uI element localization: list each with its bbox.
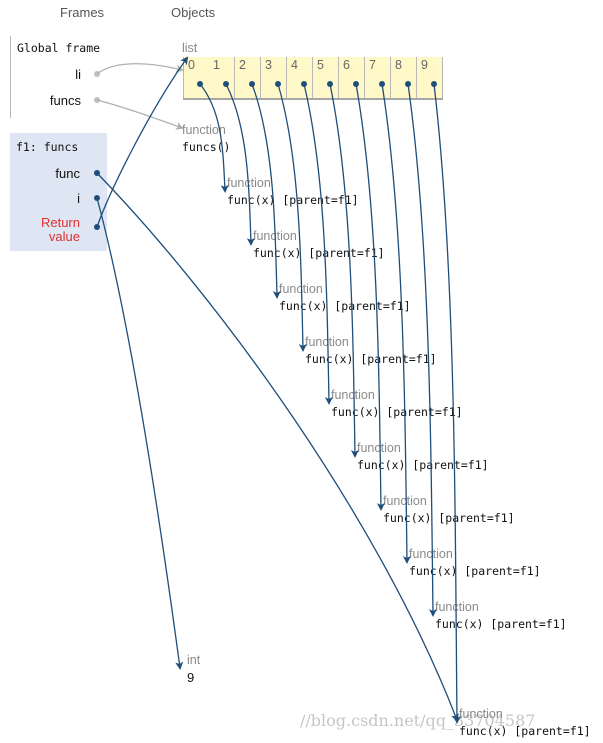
list-element-pointer-arrow bbox=[381, 83, 411, 564]
objects-header: Objects bbox=[171, 5, 216, 20]
f1-var-i: i bbox=[77, 191, 80, 206]
funcs-function-label: funcs() bbox=[182, 140, 231, 154]
list-cell-4: 4 bbox=[287, 57, 313, 98]
list-element-pointer-arrow bbox=[199, 83, 229, 193]
list-index-label: 7 bbox=[369, 58, 376, 72]
list-element-pointer-arrow bbox=[303, 83, 333, 405]
int-type-label: int bbox=[187, 653, 201, 667]
list-index-label: 9 bbox=[421, 58, 428, 72]
list-element-pointer-arrow bbox=[407, 83, 437, 617]
func-object-type: function bbox=[331, 388, 375, 402]
list-index-label: 3 bbox=[265, 58, 272, 72]
list-cell-7: 7 bbox=[365, 57, 391, 98]
list-index-label: 0 bbox=[188, 58, 195, 72]
list-element-pointer-arrow bbox=[433, 83, 461, 724]
global-frame: Global frame li funcs bbox=[10, 36, 108, 118]
list-cell-1: 1 bbox=[209, 57, 235, 98]
func-object-type: function bbox=[409, 547, 453, 561]
list-cell-5: 5 bbox=[313, 57, 339, 98]
list-element-pointer-arrow bbox=[225, 83, 255, 246]
func-object-label: func(x) [parent=f1] bbox=[253, 246, 385, 260]
f1-return-label-line2: value bbox=[48, 229, 80, 244]
func-object-label: func(x) [parent=f1] bbox=[459, 724, 591, 738]
func-object-label: func(x) [parent=f1] bbox=[357, 458, 489, 472]
list-index-label: 1 bbox=[213, 58, 220, 72]
func-object-type: function bbox=[459, 707, 503, 721]
watermark: //blog.csdn.net/qq_33704587 bbox=[300, 711, 536, 730]
func-object-type: function bbox=[383, 494, 427, 508]
f1-var-func: func bbox=[55, 166, 80, 181]
func-object-label: func(x) [parent=f1] bbox=[383, 511, 515, 525]
list-type-label: list bbox=[182, 41, 198, 55]
frames-header: Frames bbox=[60, 5, 105, 20]
return-pointer-arrow bbox=[96, 56, 189, 228]
list-index-label: 2 bbox=[239, 58, 246, 72]
list-cell-8: 8 bbox=[391, 57, 417, 98]
func-object-type: function bbox=[435, 600, 479, 614]
func-object-label: func(x) [parent=f1] bbox=[435, 617, 567, 631]
func-object-type: function bbox=[357, 441, 401, 455]
func-object-label: func(x) [parent=f1] bbox=[409, 564, 541, 578]
list-element-pointer-arrow bbox=[355, 83, 385, 511]
f1-frame: f1: funcs func i Return value bbox=[10, 133, 107, 251]
f1-return-label-line1: Return bbox=[40, 215, 80, 230]
li-pointer-arrow bbox=[96, 63, 184, 75]
list-index-label: 5 bbox=[317, 58, 324, 72]
i-pointer-arrow bbox=[96, 197, 184, 670]
func-pointer-arrow bbox=[96, 172, 459, 722]
func-object-label: func(x) [parent=f1] bbox=[279, 299, 411, 313]
list-index-label: 4 bbox=[291, 58, 298, 72]
list-element-pointer-arrow bbox=[251, 83, 281, 299]
func-object-type: function bbox=[305, 335, 349, 349]
list-cell-9: 9 bbox=[417, 57, 443, 98]
list-element-pointer-arrow bbox=[277, 83, 307, 352]
funcs-pointer-arrow bbox=[96, 99, 184, 130]
list-cell-3: 3 bbox=[261, 57, 287, 98]
global-var-li: li bbox=[75, 67, 81, 82]
global-frame-title: Global frame bbox=[17, 41, 101, 55]
list-cell-6: 6 bbox=[339, 57, 365, 98]
func-object-type: function bbox=[227, 176, 271, 190]
list-index-label: 8 bbox=[395, 58, 402, 72]
list-base-line bbox=[183, 98, 443, 100]
list-element-pointer-arrow bbox=[329, 83, 359, 458]
list-index-label: 6 bbox=[343, 58, 350, 72]
global-var-funcs: funcs bbox=[49, 93, 81, 108]
f1-frame-title: f1: funcs bbox=[16, 140, 79, 154]
list-cell-2: 2 bbox=[235, 57, 261, 98]
funcs-function-type: function bbox=[182, 123, 226, 137]
int-value: 9 bbox=[187, 670, 195, 685]
func-object-label: func(x) [parent=f1] bbox=[227, 193, 359, 207]
